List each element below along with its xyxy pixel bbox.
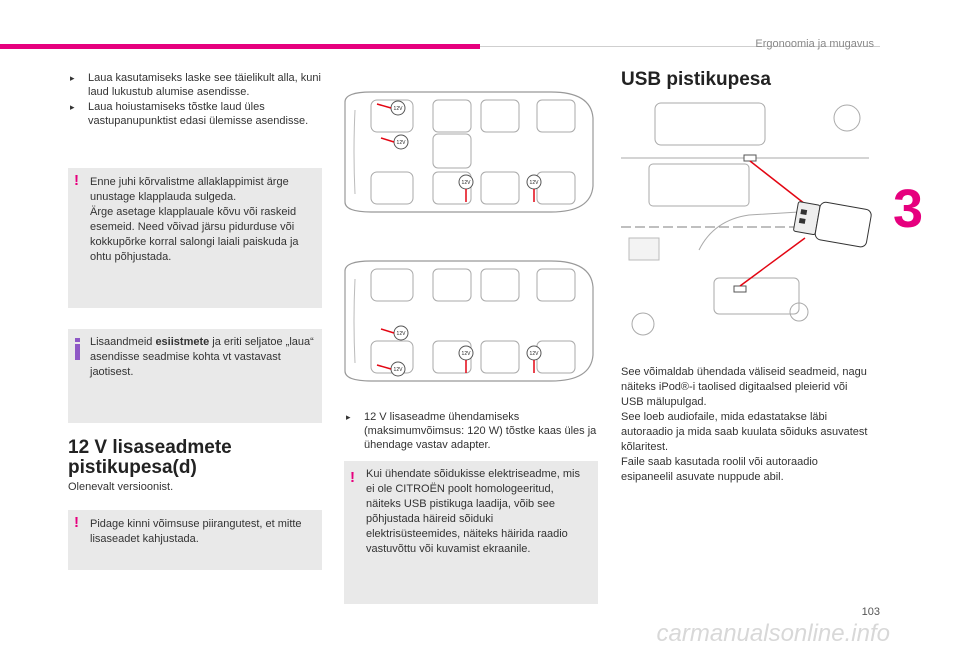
svg-text:12V: 12V bbox=[462, 180, 472, 186]
top-rule bbox=[480, 46, 880, 47]
chapter-number: 3 bbox=[893, 179, 924, 239]
bullet-lower-table: ▸ Laua kasutamiseks laske see täielikult… bbox=[70, 72, 321, 98]
svg-text:12V: 12V bbox=[530, 180, 540, 186]
svg-text:12V: 12V bbox=[397, 140, 407, 146]
warning-box-power-limit: ! Pidage kinni võimsuse piirangutest, et… bbox=[68, 510, 322, 570]
footer-watermark: carmanualsonline.info bbox=[656, 620, 890, 647]
svg-text:12V: 12V bbox=[397, 331, 407, 337]
usb-description: See võimaldab ühendada väliseid seadmeid… bbox=[621, 366, 868, 483]
warning-text-power-limit: Pidage kinni võimsuse piirangutest, et m… bbox=[90, 518, 302, 545]
heading-12v-socket: 12 V lisaseadmete pistikupesa(d) bbox=[68, 437, 232, 478]
info-box-seats: Lisaandmeid esiistmete ja eriti seljatoe… bbox=[68, 329, 322, 423]
warning-box-fold-table: ! Enne juhi kõrvalistme allaklappimist ä… bbox=[68, 168, 322, 308]
bullet-connect-12v: ▸ 12 V lisaseadme ühendamiseks (maksimum… bbox=[346, 411, 597, 451]
info-text-seats: Lisaandmeid esiistmete ja eriti seljatoe… bbox=[90, 336, 314, 378]
top-accent-bar bbox=[0, 44, 480, 49]
heading-usb: USB pistikupesa bbox=[621, 69, 771, 90]
warning-icon: ! bbox=[350, 469, 355, 486]
van-layout-figure-1: 12V 12V 12V 12V bbox=[341, 88, 597, 216]
bullet-arrow-icon: ▸ bbox=[70, 102, 75, 112]
warning-text-fold-table: Enne juhi kõrvalistme allaklappimist ärg… bbox=[90, 176, 299, 263]
svg-text:12V: 12V bbox=[530, 351, 540, 357]
svg-text:12V: 12V bbox=[462, 351, 472, 357]
intro-versions: Olenevalt versioonist. bbox=[68, 481, 174, 493]
warning-icon: ! bbox=[74, 172, 79, 189]
warning-text-electrical: Kui ühendate sõidukisse elektriseadme, m… bbox=[366, 468, 581, 555]
svg-text:12V: 12V bbox=[394, 106, 404, 112]
bullet-arrow-icon: ▸ bbox=[346, 412, 351, 422]
section-title: Ergonoomia ja mugavus bbox=[755, 38, 874, 50]
usb-dashboard-figure bbox=[619, 100, 873, 342]
warning-icon: ! bbox=[74, 514, 79, 531]
info-icon bbox=[75, 338, 80, 360]
page-number: 103 bbox=[861, 606, 880, 618]
svg-text:12V: 12V bbox=[394, 367, 404, 373]
warning-box-electrical: ! Kui ühendate sõidukisse elektriseadme,… bbox=[344, 461, 598, 604]
bullet-arrow-icon: ▸ bbox=[70, 73, 75, 83]
bullet-store-table: ▸ Laua hoiustamiseks tõstke laud üles va… bbox=[70, 101, 309, 127]
van-layout-figure-2: 12V 12V 12V 12V bbox=[341, 257, 597, 385]
